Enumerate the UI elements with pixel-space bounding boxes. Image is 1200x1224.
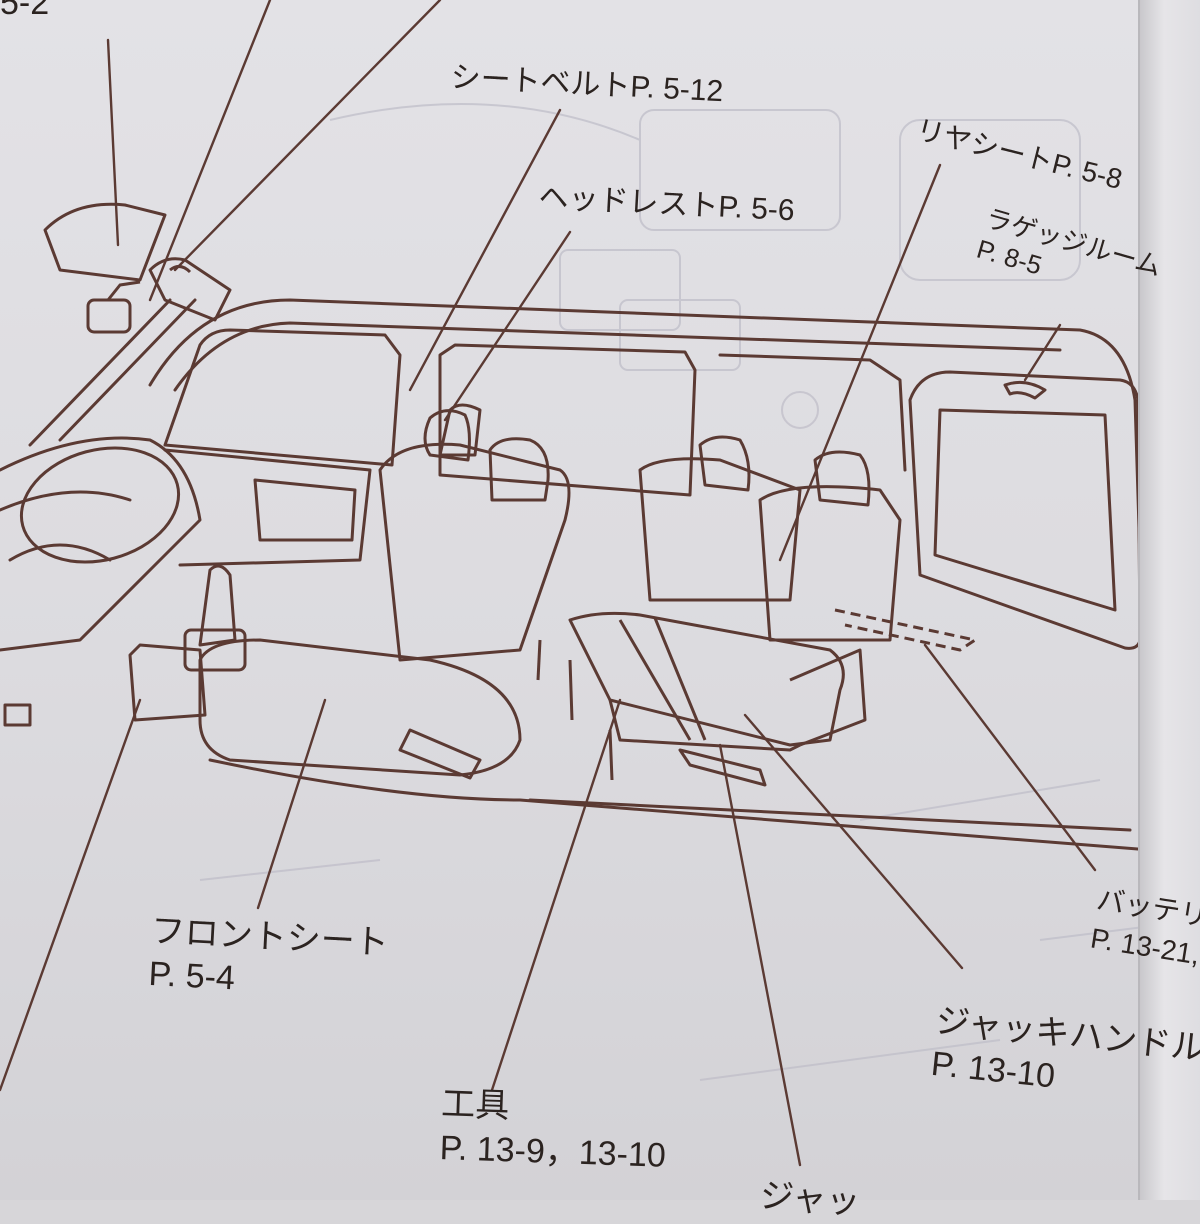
roof-line bbox=[148, 298, 1147, 722]
front-seat-drawing bbox=[198, 403, 571, 780]
label-tools: 工具 P. 13-9，13-10 bbox=[439, 1082, 668, 1178]
front-window bbox=[163, 328, 402, 467]
leader-rear-seat bbox=[778, 163, 942, 562]
leader-luggage bbox=[1023, 323, 1062, 382]
leader-seatbelt bbox=[408, 108, 562, 392]
seatbelt-page: P. 5-12 bbox=[629, 70, 725, 109]
tools-name: 工具 bbox=[440, 1083, 510, 1127]
vehicle-outline bbox=[0, 298, 1152, 852]
label-top-fragment: 5-2 bbox=[0, 0, 49, 23]
page-edge bbox=[1138, 0, 1200, 1200]
leader-headrest bbox=[443, 230, 572, 422]
label-front-seat: フロントシート P. 5-4 bbox=[148, 910, 390, 1007]
middle-window bbox=[438, 343, 697, 497]
leader-jack-handle bbox=[743, 713, 964, 970]
back-door bbox=[908, 370, 1142, 650]
bleed-through bbox=[199, 103, 1200, 1081]
sun-visor-drawing bbox=[43, 202, 232, 334]
jack-fragment-text: ジャッ bbox=[758, 1175, 862, 1223]
leader-front-seat bbox=[256, 698, 327, 910]
label-jack-fragment: ジャッ bbox=[759, 1168, 862, 1224]
leader-jack bbox=[718, 743, 802, 1167]
leader-top-fragment bbox=[106, 38, 120, 247]
headrest-page: P. 5-6 bbox=[717, 190, 796, 228]
tools-page: P. 13-9，13-10 bbox=[439, 1129, 667, 1176]
rear-seat-drawing bbox=[536, 435, 977, 787]
leader-tools bbox=[490, 698, 622, 1092]
label-top-fragment-text: 5-2 bbox=[0, 0, 50, 22]
dashboard bbox=[0, 436, 202, 652]
